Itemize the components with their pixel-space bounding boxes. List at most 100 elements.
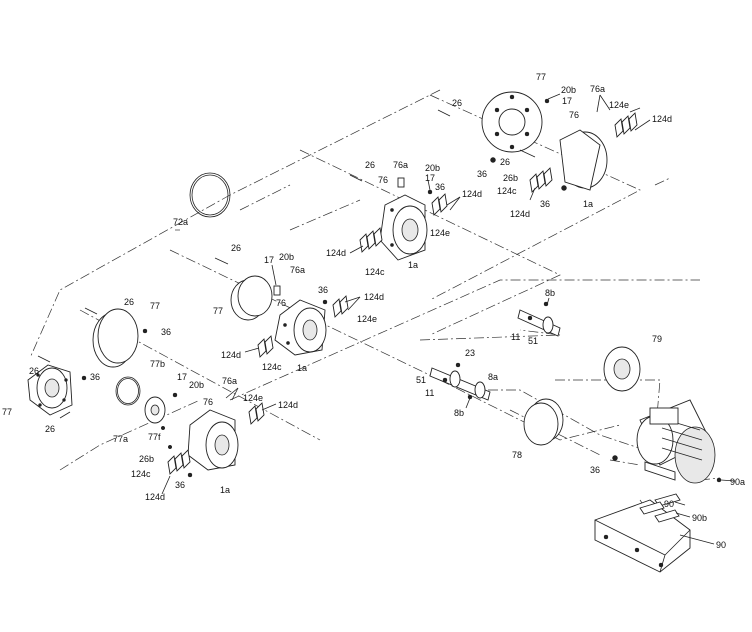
label-124e: 124e	[609, 100, 629, 110]
ring-icon	[189, 172, 231, 218]
label-36: 36	[318, 285, 328, 295]
pump-casing-icon	[187, 409, 239, 471]
seal-pack-icon	[257, 295, 349, 358]
bolt-icon	[37, 355, 51, 363]
label-76: 76	[276, 298, 286, 308]
label-26: 26	[365, 160, 375, 170]
label-76a: 76a	[393, 160, 408, 170]
label-124d: 124d	[278, 400, 298, 410]
nut-icon	[322, 299, 328, 305]
label-77: 77	[213, 306, 223, 316]
cover-icon	[144, 396, 166, 424]
label-23: 23	[465, 348, 475, 358]
nut-icon	[716, 477, 722, 483]
flange-icon	[92, 308, 139, 368]
label-124c: 124c	[365, 267, 385, 277]
label-26-b: 26	[500, 157, 510, 167]
label-51: 51	[528, 336, 538, 346]
label-76a: 76a	[222, 376, 237, 386]
nut-icon	[427, 189, 433, 195]
pump-group-left: 26 77 36 26 36 77b 77 26 17 20b 76a 77a …	[2, 297, 298, 502]
label-1a: 1a	[583, 199, 593, 209]
label-26: 26	[452, 98, 462, 108]
bolt-icon	[84, 307, 98, 315]
label-78: 78	[512, 450, 522, 460]
label-36: 36	[590, 465, 600, 475]
label-124e: 124e	[357, 314, 377, 324]
shaft-icon	[429, 367, 491, 401]
nut-icon	[612, 455, 618, 461]
nut-icon	[442, 377, 448, 383]
label-8b-b: 8b	[454, 408, 464, 418]
label-90-b: 90	[716, 540, 726, 550]
label-36-b: 36	[90, 372, 100, 382]
label-36-b: 36	[540, 199, 550, 209]
shaft-icon	[517, 309, 561, 337]
label-26-b: 26	[29, 366, 39, 376]
label-1a: 1a	[408, 260, 418, 270]
bolt-icon	[437, 109, 536, 158]
label-77-b: 77	[2, 407, 12, 417]
nut-icon	[561, 185, 567, 191]
pump-casing-icon	[559, 129, 608, 191]
ring-icon	[115, 376, 141, 406]
nut-icon	[167, 444, 173, 450]
label-124c: 124c	[262, 362, 282, 372]
pump-casing-icon	[274, 299, 327, 356]
nut-icon	[142, 328, 148, 334]
label-26: 26	[231, 243, 241, 253]
bolt-icon	[349, 174, 363, 182]
label-20b: 20b	[561, 85, 576, 95]
label-124d: 124d	[652, 114, 672, 124]
label-76: 76	[203, 397, 213, 407]
label-26b: 26b	[139, 454, 154, 464]
label-26b: 26b	[503, 173, 518, 183]
label-124d-b: 124d	[510, 209, 530, 219]
label-77a: 77a	[113, 434, 128, 444]
assembly-lines	[29, 89, 721, 531]
label-79: 79	[652, 334, 662, 344]
label-8a: 8a	[488, 372, 498, 382]
key-icon	[273, 285, 281, 296]
label-124d-b: 124d	[145, 492, 165, 502]
pump-group-top-right: 77 20b 17 76a 124e 124d 26 76 26 36 26b …	[437, 72, 672, 219]
label-124d: 124d	[462, 189, 482, 199]
label-76a: 76a	[290, 265, 305, 275]
label-17: 17	[425, 173, 435, 183]
nut-icon	[187, 472, 193, 478]
label-72a: 72a	[173, 217, 188, 227]
label-124d-b: 124d	[326, 248, 346, 258]
label-17: 17	[264, 255, 274, 265]
nut-icon	[160, 425, 166, 431]
label-11-b: 11	[425, 388, 434, 398]
label-90a: 90a	[730, 477, 745, 487]
flange-icon	[27, 364, 73, 416]
flange-icon	[603, 346, 641, 392]
nut-icon	[81, 375, 87, 381]
bolt-icon	[214, 257, 229, 265]
key-icon	[397, 177, 405, 188]
label-124d: 124d	[364, 292, 384, 302]
label-124c: 124c	[131, 469, 151, 479]
seal-pack-icon	[359, 193, 448, 253]
drive-group: 8b 11 51 23 51 8a 11 8b 79 78 36 90a 90 …	[416, 288, 745, 573]
label-90: 90	[664, 499, 674, 509]
nut-icon	[527, 315, 533, 321]
label-8b: 8b	[545, 288, 555, 298]
pump-group-center: 72a 26 17 20b 76a 77 76 36 124d 124e 124…	[173, 172, 384, 373]
seal-pack-icon	[529, 112, 638, 193]
label-36: 36	[477, 169, 487, 179]
spacer-icon	[639, 493, 681, 523]
label-36: 36	[161, 327, 171, 337]
nut-icon	[172, 392, 178, 398]
label-11: 11	[511, 332, 520, 342]
label-77b: 77b	[150, 359, 165, 369]
label-1a: 1a	[297, 363, 307, 373]
label-90b: 90b	[692, 513, 707, 523]
label-17: 17	[562, 96, 572, 106]
label-76: 76	[378, 175, 388, 185]
nut-icon	[455, 362, 461, 368]
label-26: 26	[124, 297, 134, 307]
ring-icon	[481, 91, 543, 153]
